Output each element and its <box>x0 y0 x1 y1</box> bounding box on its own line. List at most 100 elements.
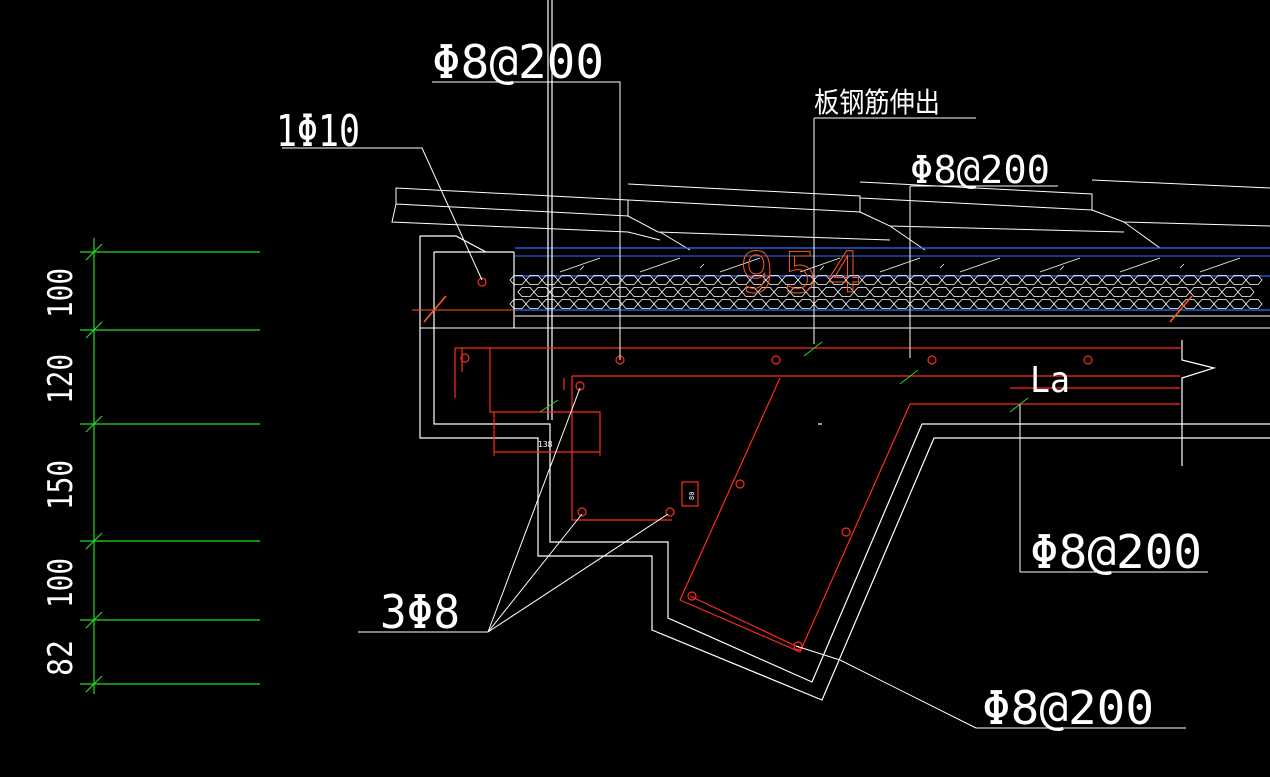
insulation-cell <box>1149 274 1167 286</box>
insulation-cell <box>989 274 1007 286</box>
insulation-cell <box>877 274 895 286</box>
insulation-cell <box>509 298 527 310</box>
insulation-cell <box>1221 286 1239 298</box>
insulation-cell <box>589 274 607 286</box>
insulation-cell <box>637 298 655 310</box>
insulation-cell <box>1245 298 1263 310</box>
insulation-cell <box>1021 298 1039 310</box>
insulation-cell <box>1165 274 1183 286</box>
insulation-cell <box>1093 286 1111 298</box>
insulation-cell <box>1213 298 1231 310</box>
dimension-chain <box>80 238 260 694</box>
insulation-cell <box>573 274 591 286</box>
insulation-cell <box>565 286 583 298</box>
insulation-cell <box>573 298 591 310</box>
insulation-cell <box>1149 298 1167 310</box>
dim-100-bottom: 100 <box>41 558 81 608</box>
small-dim-vert-label: 80 <box>688 492 696 500</box>
insulation-cell <box>1077 286 1095 298</box>
insulation-cell <box>557 274 575 286</box>
insulation-cell <box>909 298 927 310</box>
insulation-cell <box>669 298 687 310</box>
label-corner-bar: 1Φ10 <box>276 106 360 157</box>
insulation-cell <box>693 286 711 298</box>
insulation-cell <box>1213 274 1231 286</box>
rebar-lines <box>454 347 1182 653</box>
insulation-cell <box>1157 286 1175 298</box>
insulation-cell <box>989 298 1007 310</box>
insulation-cell <box>1117 298 1135 310</box>
insulation-cell <box>525 298 543 310</box>
insulation-cell <box>525 274 543 286</box>
insulation-cell <box>1101 298 1119 310</box>
small-dim-label: 138 <box>538 440 553 449</box>
insulation-cell <box>917 286 935 298</box>
insulation-cell <box>973 274 991 286</box>
insulation-cell <box>597 286 615 298</box>
label-slab-bar: Φ8@200 <box>910 148 1050 192</box>
insulation-cell <box>1125 286 1143 298</box>
insulation-cell <box>877 298 895 310</box>
insulation-cell <box>653 274 671 286</box>
insulation-cell <box>1133 298 1151 310</box>
insulation-cell <box>1101 274 1119 286</box>
insulation-cell <box>717 298 735 310</box>
insulation-cell <box>1165 298 1183 310</box>
insulation-cell <box>629 286 647 298</box>
insulation-cell <box>941 298 959 310</box>
insulation-cell <box>893 298 911 310</box>
leader-ticks <box>539 341 1029 413</box>
insulation-cell <box>1245 274 1263 286</box>
insulation-hatch <box>509 274 1263 310</box>
insulation-cell <box>893 274 911 286</box>
insulation-cell <box>949 286 967 298</box>
insulation-cell <box>1085 274 1103 286</box>
insulation-cell <box>1069 274 1087 286</box>
insulation-cell <box>1021 274 1039 286</box>
insulation-cell <box>581 286 599 298</box>
insulation-cell <box>1037 298 1055 310</box>
insulation-cell <box>1133 274 1151 286</box>
insulation-cell <box>1229 298 1247 310</box>
label-stirrup-top: Φ8@200 <box>432 35 604 89</box>
insulation-cell <box>957 298 975 310</box>
insulation-cell <box>717 274 735 286</box>
concrete-outline <box>419 0 1270 701</box>
insulation-cell <box>1005 274 1023 286</box>
insulation-cell <box>997 286 1015 298</box>
insulation-cell <box>885 286 903 298</box>
insulation-cell <box>1229 274 1247 286</box>
insulation-cell <box>925 298 943 310</box>
insulation-cell <box>933 286 951 298</box>
label-slab-bar-extend: 板钢筋伸出 <box>814 86 940 119</box>
insulation-cell <box>1085 298 1103 310</box>
dim-150: 150 <box>41 460 81 510</box>
insulation-cell <box>1197 298 1215 310</box>
insulation-cell <box>1053 298 1071 310</box>
insulation-cell <box>709 286 727 298</box>
insulation-cell <box>1189 286 1207 298</box>
roof-tiles <box>391 179 1270 251</box>
insulation-cell <box>1117 274 1135 286</box>
leader-lines <box>282 81 1208 729</box>
label-beam-bars: 3Φ8 <box>380 585 460 639</box>
insulation-cell <box>965 286 983 298</box>
insulation-cell <box>1141 286 1159 298</box>
insulation-cell <box>1005 298 1023 310</box>
insulation-cell <box>517 286 535 298</box>
insulation-cell <box>509 274 527 286</box>
rebar-dots <box>460 277 1093 651</box>
insulation-cell <box>669 274 687 286</box>
insulation-cell <box>541 298 559 310</box>
insulation-cell <box>1173 286 1191 298</box>
insulation-cell <box>1205 286 1223 298</box>
insulation-cell <box>1069 298 1087 310</box>
insulation-cell <box>1237 286 1255 298</box>
dim-82: 82 <box>41 640 81 676</box>
insulation-cell <box>541 274 559 286</box>
insulation-cell <box>1037 274 1055 286</box>
insulation-cell <box>685 274 703 286</box>
insulation-cell <box>1013 286 1031 298</box>
insulation-cell <box>613 286 631 298</box>
